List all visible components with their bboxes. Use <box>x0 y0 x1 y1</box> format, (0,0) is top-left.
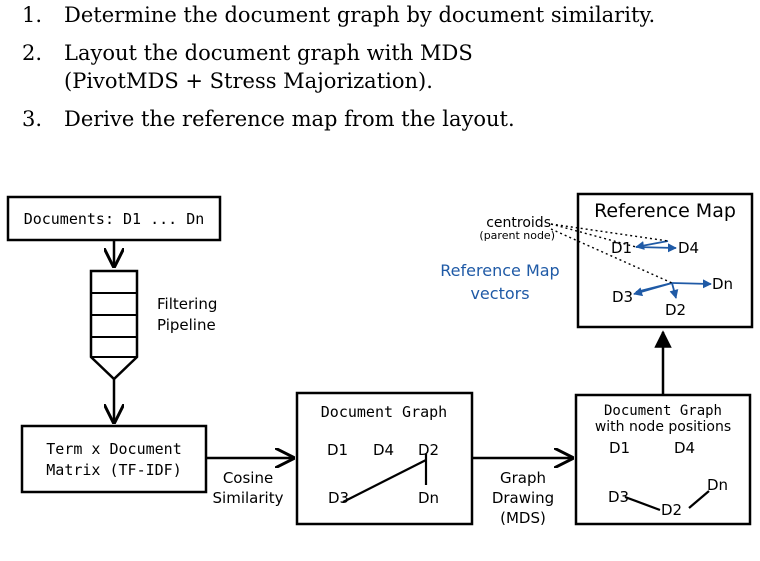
positions-title-line-1: Document Graph <box>604 403 722 419</box>
term-matrix-line-2: Matrix (TF-IDF) <box>46 461 181 479</box>
document-graph-positions-box: Document Graph with node positions D1 D4… <box>574 393 752 526</box>
edge-d3-d2 <box>624 495 661 512</box>
vector-d1-d4 <box>635 243 677 253</box>
centroids-label: centroids <box>486 215 551 231</box>
vector-center-d2 <box>669 282 679 299</box>
cosine-label-line-1: Cosine <box>223 469 273 487</box>
step-number: 2. <box>22 41 43 65</box>
node-d4: D4 <box>373 441 394 459</box>
filtering-label-line-2: Pipeline <box>157 316 216 334</box>
reference-vectors-label-line-2: vectors <box>470 284 529 303</box>
step-number: 1. <box>22 3 43 27</box>
node-d4: D4 <box>674 439 695 457</box>
vector-d4-d1 <box>635 240 669 250</box>
documents-label: Documents: D1 ... Dn <box>24 210 205 228</box>
edge-d2-dn <box>688 490 710 509</box>
term-matrix-line-1: Term x Document <box>46 440 181 458</box>
step-text: Derive the reference map from the layout… <box>64 107 515 131</box>
node-d3: D3 <box>328 489 349 507</box>
node-dn: Dn <box>707 476 728 494</box>
step-text: Layout the document graph with MDS <box>64 41 473 65</box>
graph-drawing-line-1: Graph <box>500 469 546 487</box>
leader-to-center-centroid <box>550 228 673 284</box>
node-d4: D4 <box>678 239 699 257</box>
step-number: 3. <box>22 107 43 131</box>
positions-title-line-2: with node positions <box>595 419 731 435</box>
node-d2: D2 <box>665 301 686 319</box>
reference-vectors-label-line-1: Reference Map <box>440 261 559 280</box>
document-graph-box: Document Graph D1 D4 D2 D3 Dn <box>295 391 474 526</box>
vector-center-d3 <box>633 282 673 297</box>
node-d3: D3 <box>608 488 629 506</box>
node-dn: Dn <box>418 489 439 507</box>
pipeline-diagram: Documents: D1 ... Dn Filtering Pipeline … <box>6 192 754 527</box>
vector-center-dn <box>671 279 712 289</box>
graph-drawing-line-2: Drawing <box>492 489 554 507</box>
edge-d3-d2 <box>342 459 427 503</box>
node-d2: D2 <box>418 441 439 459</box>
filtering-label-line-1: Filtering <box>157 295 217 313</box>
node-dn: Dn <box>712 275 733 293</box>
step-text: Determine the document graph by document… <box>64 3 656 27</box>
centroid-leader-lines <box>550 223 673 284</box>
node-d1: D1 <box>611 239 632 257</box>
node-d1: D1 <box>327 441 348 459</box>
node-d1: D1 <box>609 439 630 457</box>
node-d3: D3 <box>612 288 633 306</box>
reference-map-title: Reference Map <box>594 200 736 222</box>
parent-node-label: (parent node) <box>479 229 555 242</box>
filtering-pipeline-funnel <box>89 269 139 381</box>
step-text-line-2: (PivotMDS + Stress Majorization). <box>64 69 433 93</box>
node-d2: D2 <box>661 501 682 519</box>
document-graph-title: Document Graph <box>321 403 447 421</box>
reference-map-box: Reference Map D1 D4 D3 Dn D2 <box>576 192 754 329</box>
documents-box: Documents: D1 ... Dn <box>6 195 222 242</box>
graph-drawing-line-3: (MDS) <box>500 509 546 527</box>
cosine-label-line-2: Similarity <box>213 489 284 507</box>
term-matrix-box: Term x Document Matrix (TF-IDF) <box>20 424 208 494</box>
